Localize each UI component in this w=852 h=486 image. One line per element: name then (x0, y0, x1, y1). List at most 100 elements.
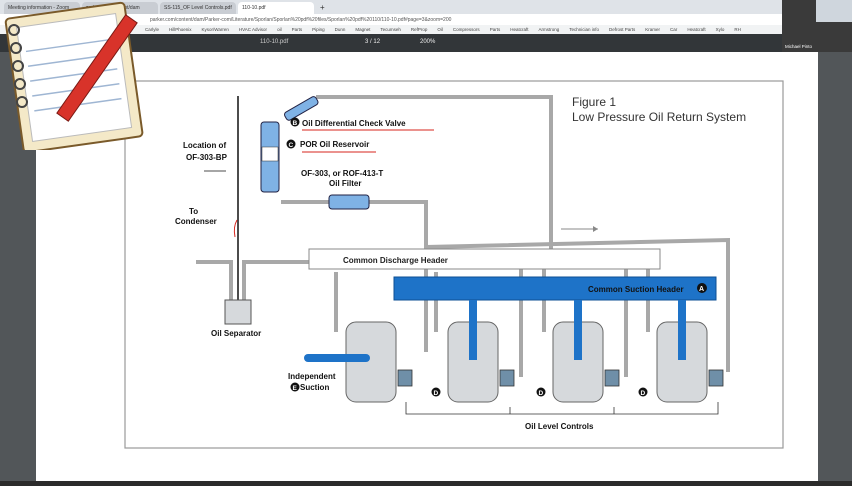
suction-riser (574, 300, 582, 360)
suction-riser (678, 300, 686, 360)
level-control (499, 369, 515, 387)
bookmark[interactable]: Oil (437, 27, 443, 32)
bookmark[interactable]: Kysor/Warren (201, 27, 229, 32)
level-control (708, 369, 724, 387)
level-controls-bracket (405, 402, 719, 415)
check-valve-label: Oil Differential Check Valve (302, 119, 406, 128)
check-valve (284, 96, 319, 121)
bookmark[interactable]: Defrost Parts (609, 27, 636, 32)
pipe (425, 237, 730, 372)
tab-label: 110-10.pdf (242, 5, 266, 11)
oil-separator (224, 299, 252, 325)
filter-label-1: OF-303, or ROF-413-T (301, 169, 383, 178)
bookmark[interactable]: Heatcraft (510, 27, 529, 32)
address-bar[interactable]: parker.com/content/dam/Parker-com/Litera… (0, 14, 852, 25)
badge-d-label: D (641, 390, 646, 397)
bookmark[interactable]: Heatcraft (687, 27, 706, 32)
pdf-title: 110-10.pdf (260, 39, 289, 45)
figure-title: Figure 1 (572, 95, 616, 109)
bookmark[interactable]: Carlyle (145, 27, 160, 32)
tab-label: Meeting information - Zoom (8, 5, 70, 11)
pdf-toolbar: 110-10.pdf 3 / 12 200% (0, 34, 852, 52)
notepad-pencil-icon (4, 1, 144, 154)
badge-d-label: D (434, 390, 439, 397)
bookmark[interactable]: oil (277, 27, 282, 32)
suction-header-label: Common Suction Header (588, 285, 684, 294)
annotation-arrow (233, 219, 238, 238)
flow-arrowhead (593, 226, 598, 232)
bookmark[interactable]: Car (670, 27, 678, 32)
discharge-header (308, 248, 661, 270)
badge-d (431, 387, 441, 397)
badge-b (290, 117, 300, 127)
bookmark[interactable]: Piping (312, 27, 325, 32)
badge-c-label: C (289, 142, 294, 149)
browser-tab[interactable]: SS-115_OF Level Controls.pdf (160, 2, 236, 14)
suction-riser (469, 300, 477, 360)
independent-label-1: Independent (288, 372, 336, 381)
bookmark[interactable]: RH (734, 27, 741, 32)
suction-header (393, 276, 717, 301)
bookmarks-bar: Carlyle HillPhoenix Kysor/Warren HVAC Ad… (0, 25, 852, 34)
bookmark[interactable]: HillPhoenix (169, 27, 192, 32)
reservoir-label: POR Oil Reservoir (300, 140, 369, 149)
bookmark[interactable]: Parts (291, 27, 303, 32)
page-separator: / (370, 39, 372, 45)
to-label: To (189, 207, 198, 216)
bookmark[interactable]: RefProp (410, 27, 428, 32)
badge-e (290, 382, 300, 392)
badge-a-label: A (699, 286, 704, 293)
independent-label-2: Suction (300, 383, 329, 392)
figure-diagram: Figure 1 Low Pressure Oil Return System … (124, 80, 784, 449)
bookmark[interactable]: Compressors (452, 27, 480, 32)
browser-tab-active[interactable]: 110-10.pdf (238, 2, 314, 14)
figure-subtitle: Low Pressure Oil Return System (572, 110, 746, 124)
bookmark[interactable]: Parts (489, 27, 501, 32)
independent-suction-pipe (304, 354, 370, 362)
discharge-header-label: Common Discharge Header (343, 256, 448, 265)
badge-d (536, 387, 546, 397)
badge-e-label: E (293, 385, 298, 392)
bookmark[interactable]: Kramer (645, 27, 661, 32)
bookmark[interactable]: Magnet (355, 27, 371, 32)
filter-label-2: Oil Filter (329, 179, 361, 188)
pdf-page: Figure 1 Low Pressure Oil Return System … (36, 52, 818, 481)
location-label-1: Location of (183, 141, 226, 150)
location-label-2: OF-303-BP (186, 153, 228, 162)
new-tab-button[interactable]: + (320, 3, 325, 12)
pipe (196, 260, 233, 302)
bookmark[interactable]: Armstrong (538, 27, 560, 32)
bookmark[interactable]: Technician info (569, 27, 600, 32)
annotation-app-icon[interactable] (0, 0, 160, 154)
oil-filter (328, 194, 370, 210)
zoom-level[interactable]: 200% (420, 39, 436, 45)
bookmark[interactable]: HVAC Advisor (238, 27, 268, 32)
badge-d-label: D (539, 390, 544, 397)
compressor-1 (345, 321, 413, 403)
bookmark[interactable]: Dunn (334, 27, 346, 32)
condenser-label: Condenser (175, 217, 217, 226)
tab-label: SS-115_OF Level Controls.pdf (164, 5, 232, 11)
webcam-tile-self (816, 0, 852, 22)
participant-name: Michael Pinto (785, 44, 813, 49)
figure-frame (124, 80, 784, 449)
page-indicator[interactable]: 3 / 12 (365, 39, 380, 45)
badge-c (286, 139, 296, 149)
badge-b-label: B (293, 120, 298, 127)
badge-a (697, 283, 707, 293)
sight-glass (261, 146, 279, 162)
separator-label: Oil Separator (211, 329, 261, 338)
page-total: 12 (373, 39, 381, 45)
level-controls-label: Oil Level Controls (525, 422, 594, 431)
compressor-2 (447, 300, 515, 403)
bookmark[interactable]: Tecumseh (380, 27, 401, 32)
compressor-4 (656, 300, 724, 403)
compressor-3 (552, 300, 620, 403)
level-control (604, 369, 620, 387)
pipe (242, 260, 311, 307)
bookmark[interactable]: Xylo (715, 27, 725, 32)
page-current: 3 (365, 39, 369, 45)
badge-d (638, 387, 648, 397)
level-control (397, 369, 413, 387)
address-text: parker.com/content/dam/Parker-com/Litera… (150, 17, 452, 23)
